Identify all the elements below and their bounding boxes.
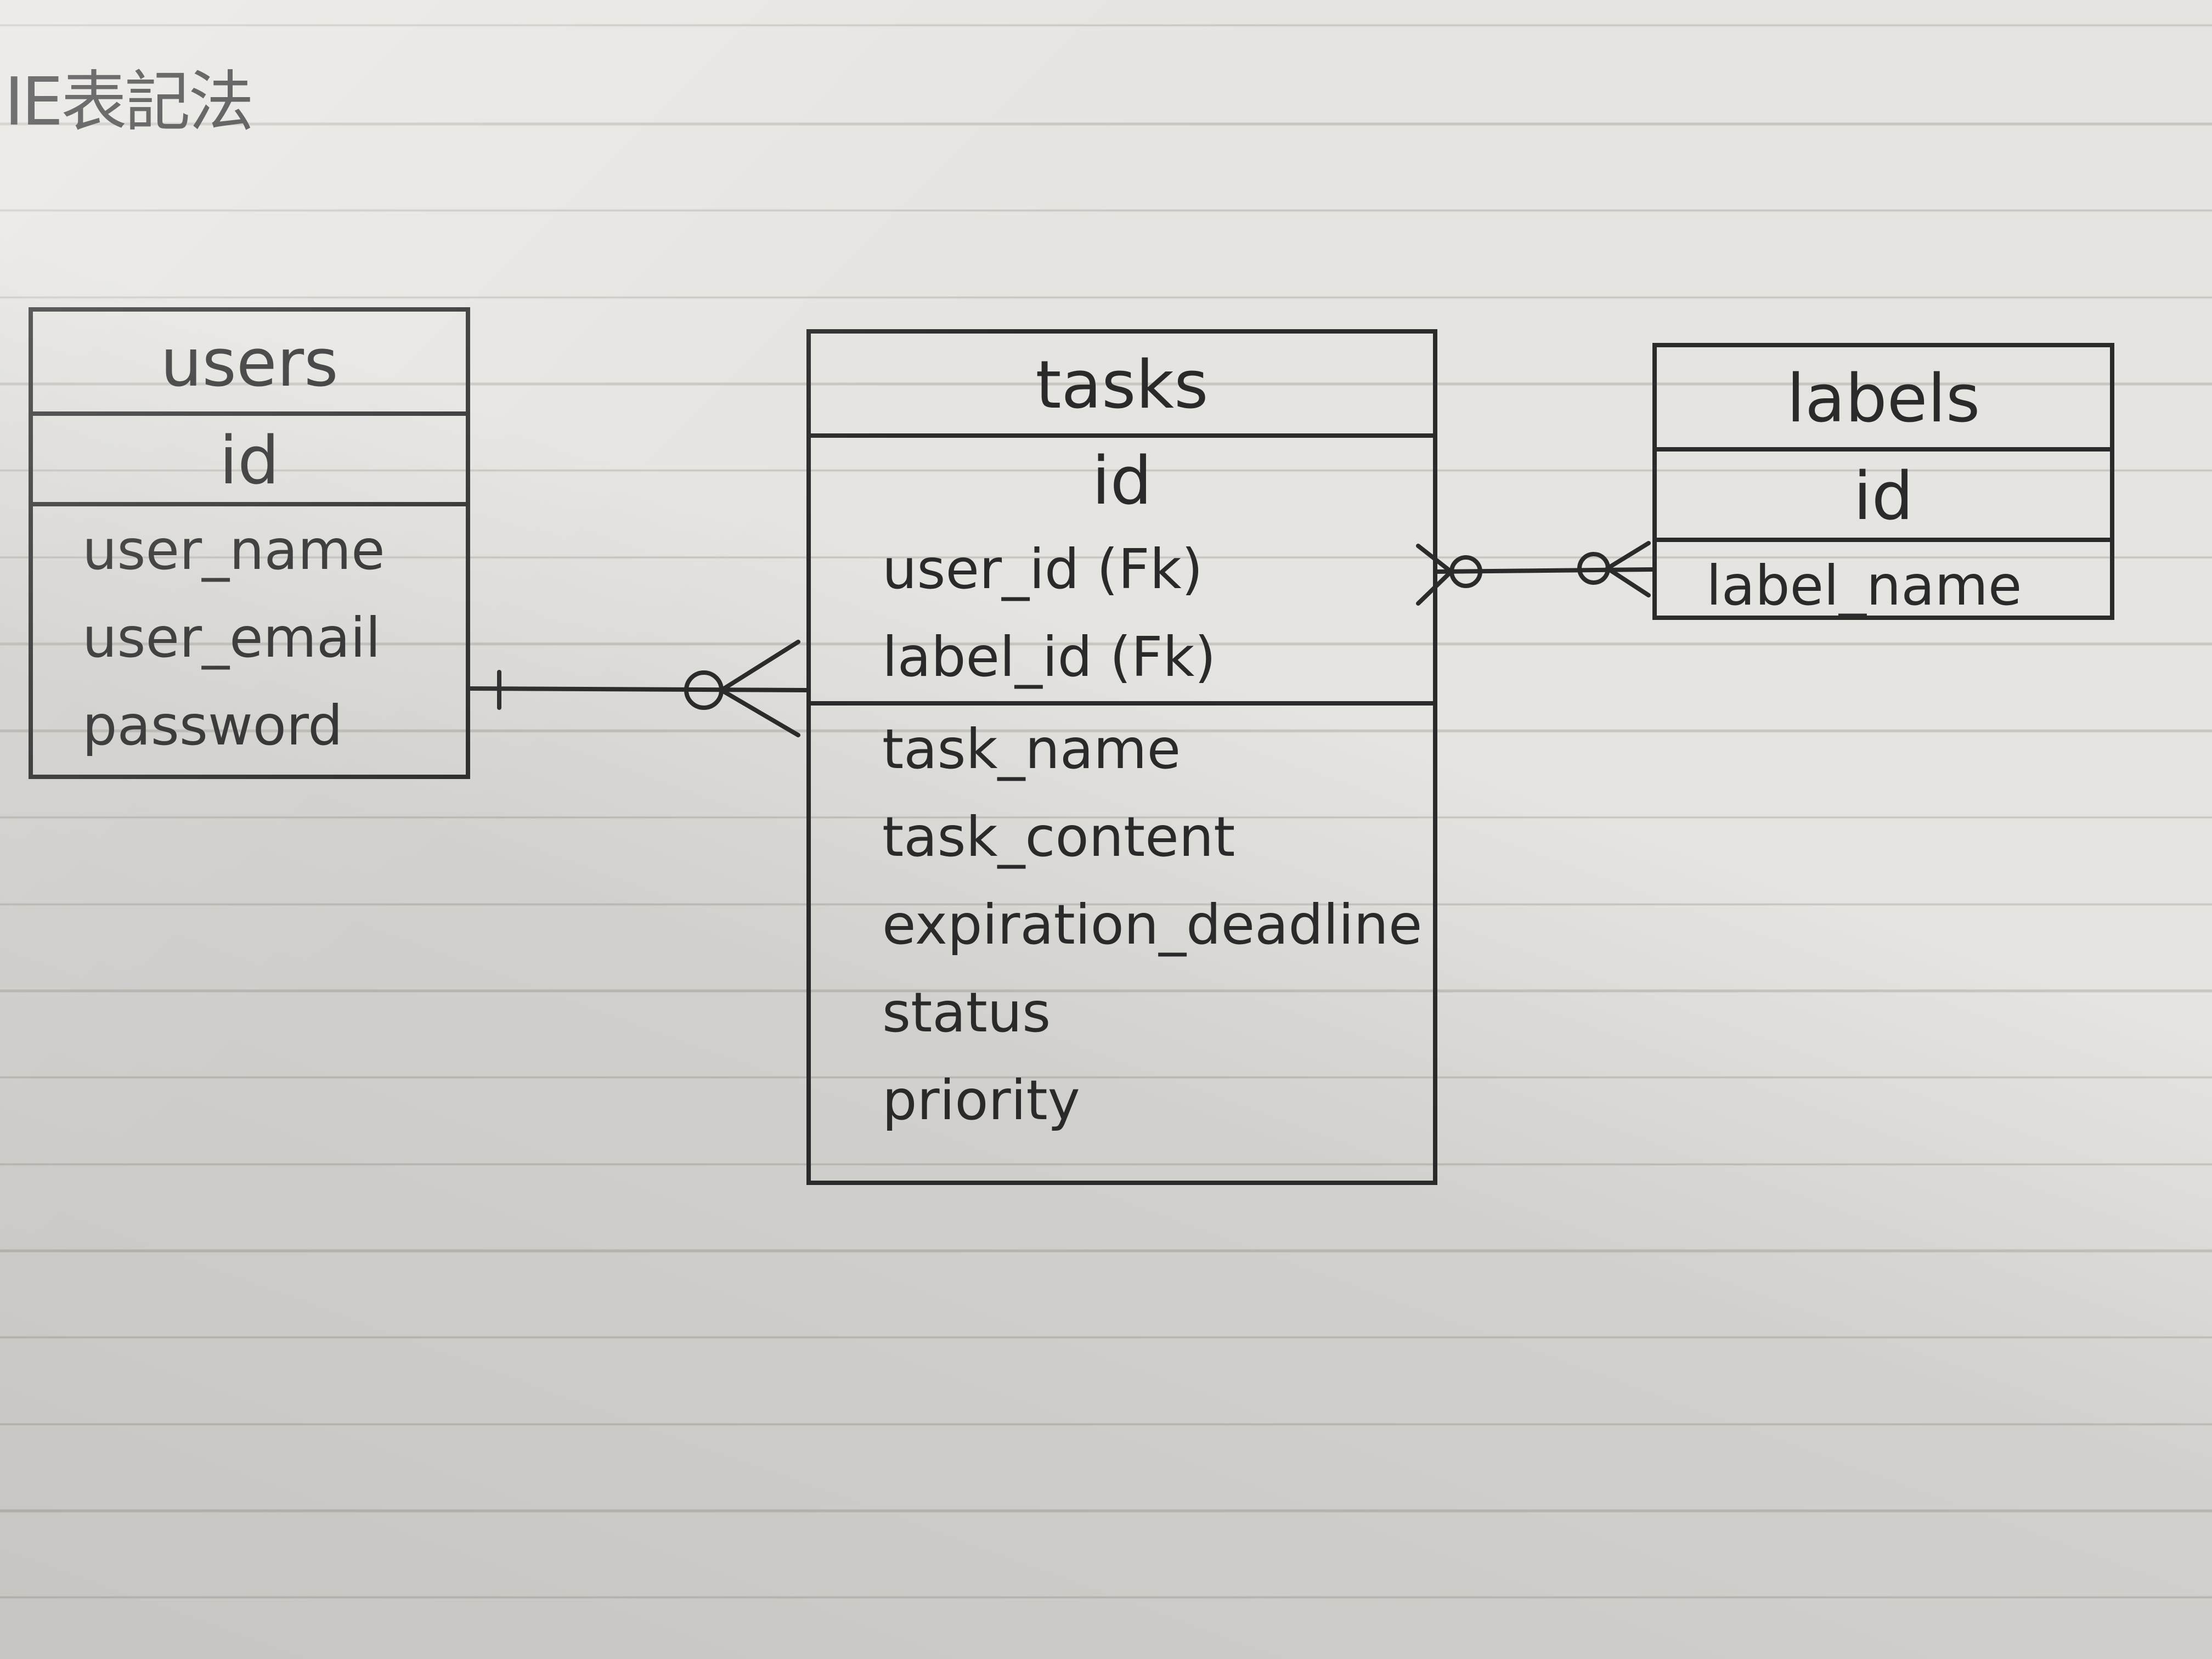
entity-name: tasks bbox=[811, 334, 1433, 438]
relationship-tasks-labels bbox=[1416, 541, 1655, 606]
relationship-line bbox=[1435, 567, 1655, 574]
attribute: user_name bbox=[82, 518, 385, 582]
crowfoot-mark bbox=[1605, 541, 1651, 571]
foreign-key: user_id (Fk) bbox=[882, 537, 1203, 601]
relationship-users-tasks bbox=[468, 640, 809, 737]
crowfoot-mark bbox=[1416, 544, 1453, 574]
primary-key: id bbox=[33, 416, 466, 506]
crowfoot-mark bbox=[1605, 566, 1651, 597]
zero-circle-mark bbox=[1449, 555, 1482, 588]
crowfoot-mark bbox=[719, 640, 800, 692]
attribute: expiration_deadline bbox=[882, 893, 1423, 957]
foreign-key: label_id (Fk) bbox=[882, 625, 1216, 689]
crowfoot-mark bbox=[1416, 569, 1453, 606]
entity-labels: labels id label_name bbox=[1652, 343, 2114, 620]
attribute: password bbox=[82, 693, 343, 758]
entity-tasks: tasks id user_id (Fk) label_id (Fk) task… bbox=[806, 329, 1437, 1185]
entity-name: labels bbox=[1657, 347, 2110, 452]
primary-key: id bbox=[1092, 443, 1152, 520]
attribute: task_name bbox=[882, 717, 1181, 781]
attribute: task_content bbox=[882, 805, 1235, 869]
attribute: user_email bbox=[82, 606, 381, 670]
relationship-line bbox=[468, 686, 809, 692]
entity-users: users id user_name user_email password bbox=[29, 307, 470, 779]
attribute: label_name bbox=[1706, 554, 2022, 618]
crowfoot-mark bbox=[719, 688, 800, 737]
entity-name: users bbox=[33, 312, 466, 416]
diagram-title: IE表記法 bbox=[4, 64, 254, 140]
foreign-keys: user_id (Fk) label_id (Fk) bbox=[811, 526, 1433, 706]
attribute: priority bbox=[882, 1068, 1080, 1132]
attribute: status bbox=[882, 980, 1051, 1045]
primary-key: id bbox=[1657, 452, 2110, 542]
